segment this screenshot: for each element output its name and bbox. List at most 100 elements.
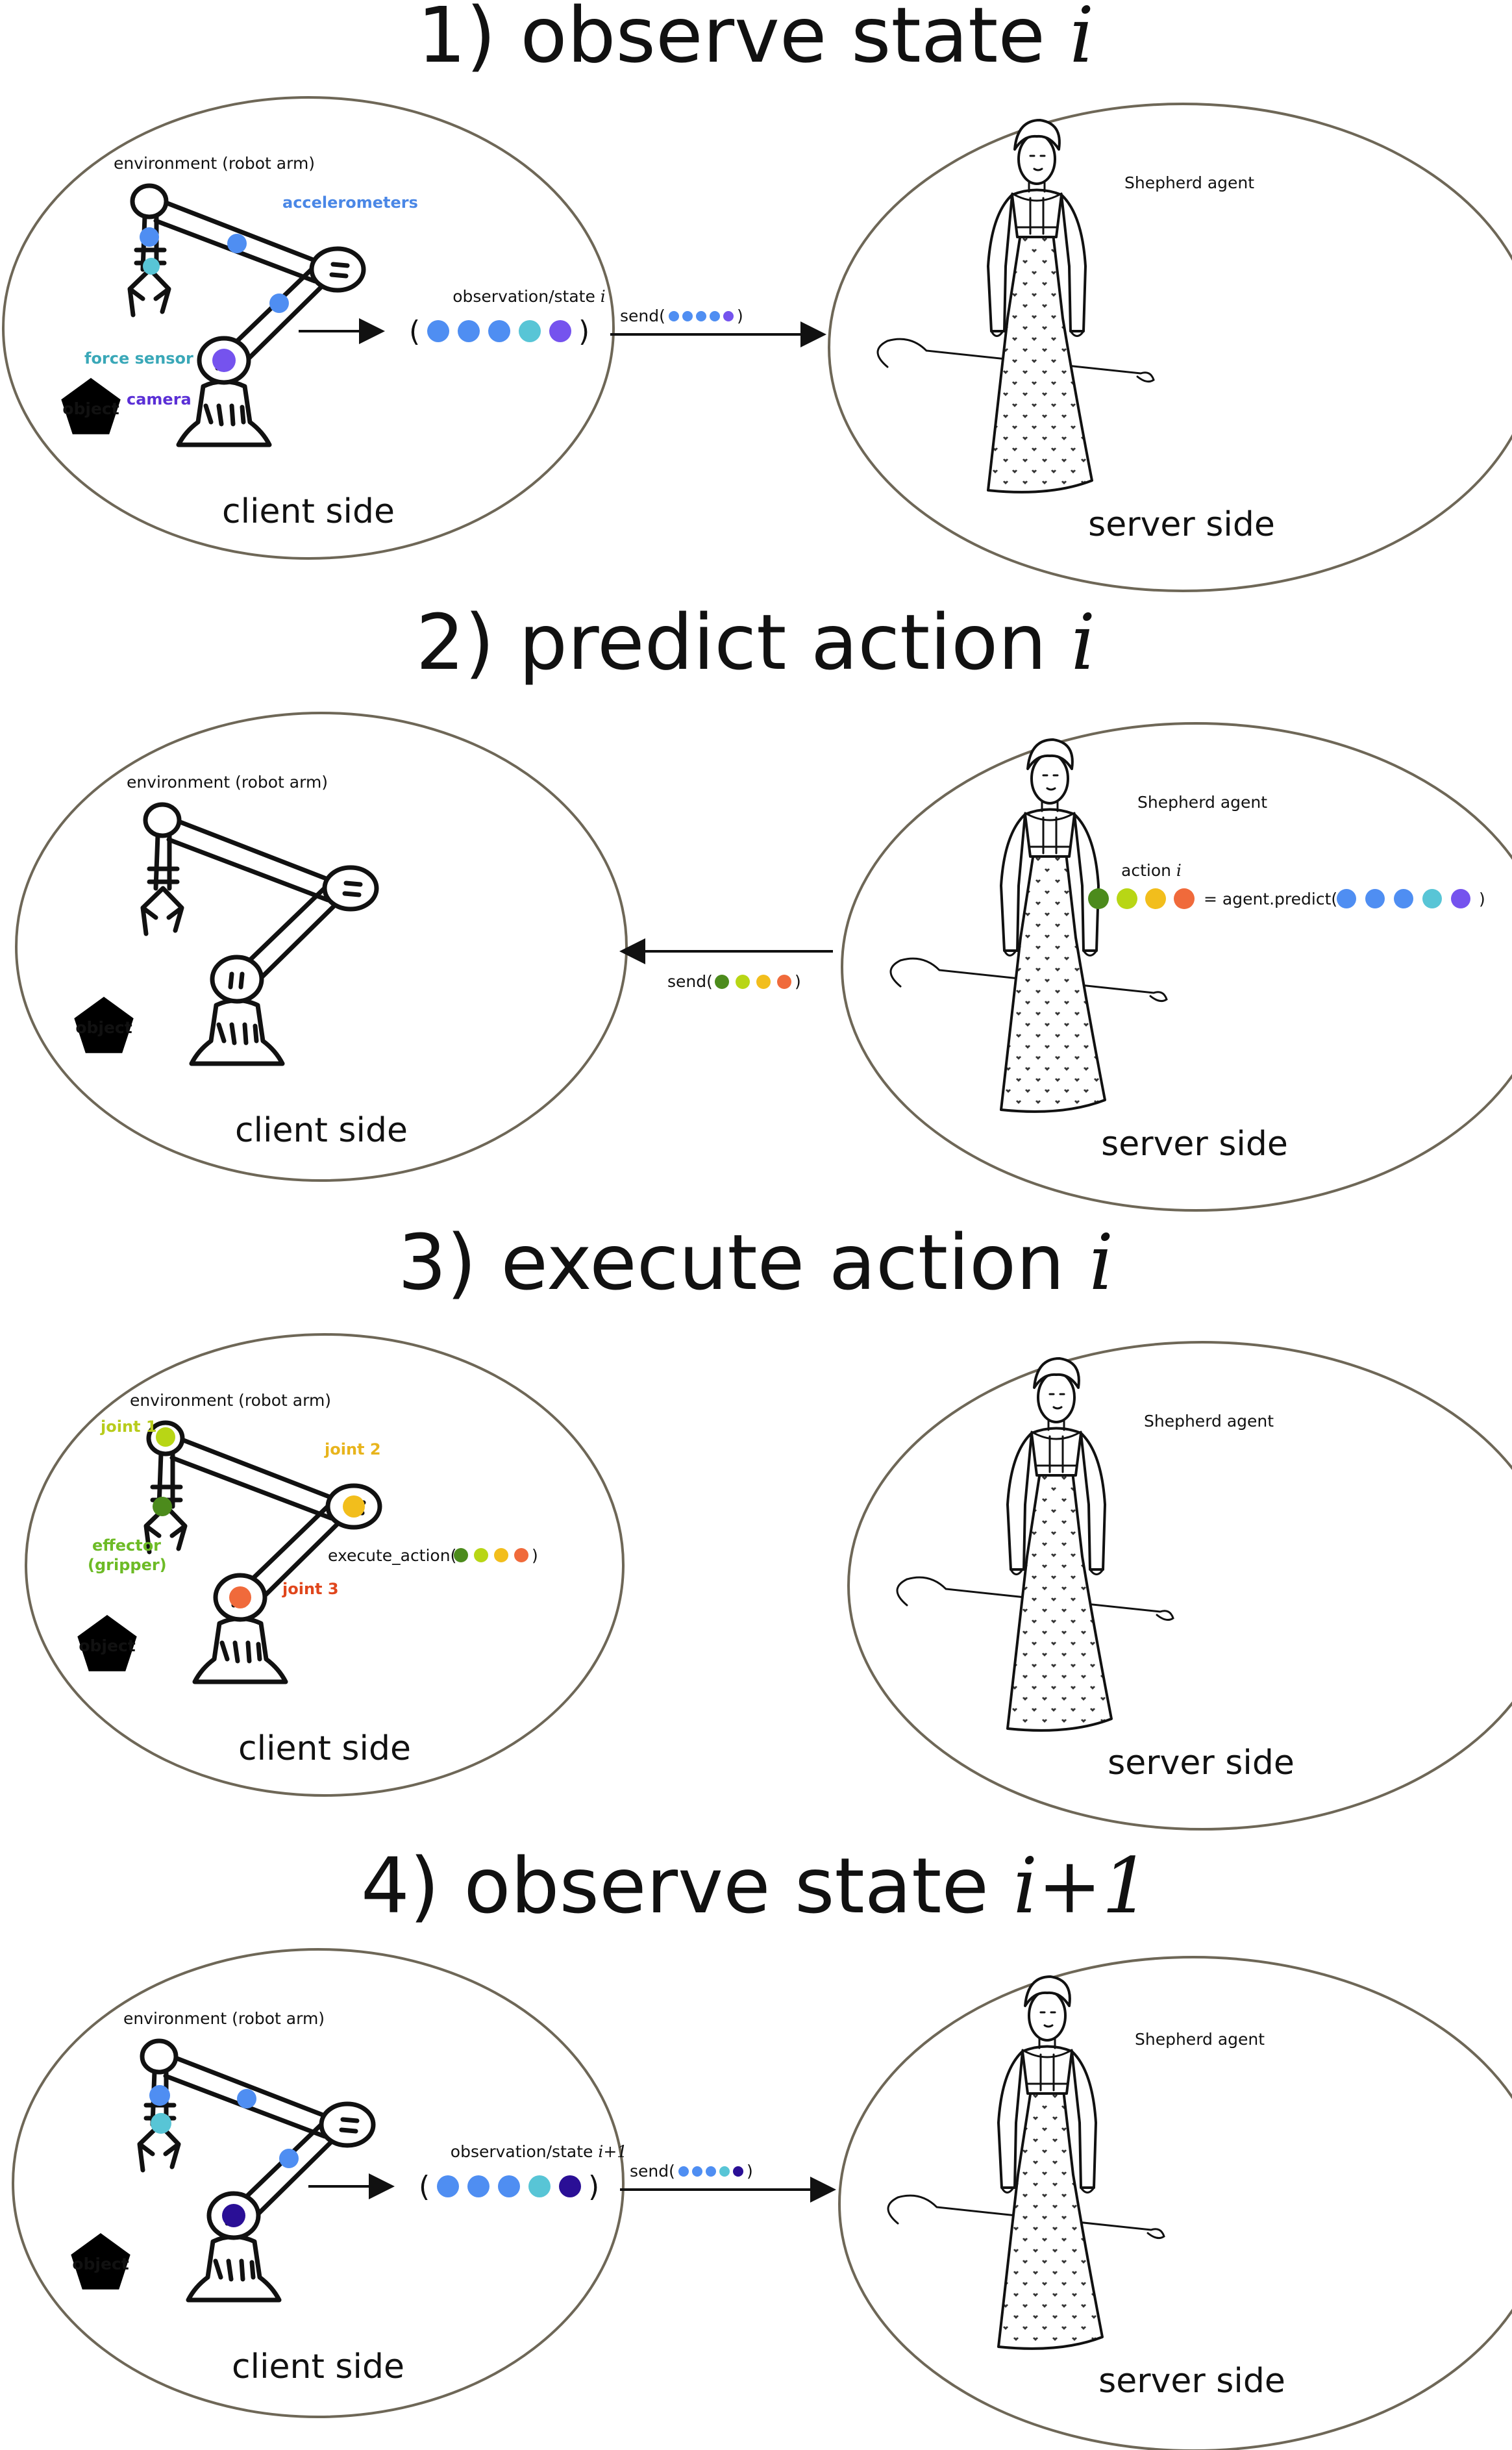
predict-dots-dot-4	[1422, 889, 1442, 908]
obs-dots-dot-4	[519, 320, 541, 342]
step-title-var: i	[1089, 1218, 1113, 1307]
robot-wrist-joint	[130, 183, 169, 219]
robot-gripper	[127, 267, 171, 318]
gripper-label: (gripper)	[88, 1556, 167, 1574]
client-side-label: client side	[238, 1729, 411, 1768]
send-dots-dot-4	[719, 2166, 730, 2177]
send-dots-dot-4	[777, 975, 791, 989]
shepherd-ribbon	[1029, 816, 1071, 855]
step-title-2: 2) predict action i	[416, 597, 1096, 687]
sensor-dot-force	[143, 258, 160, 275]
env-label: environment (robot arm)	[114, 154, 315, 173]
robot-wrist-joint	[140, 2038, 179, 2075]
step-title-text: 1) observe state	[417, 0, 1070, 80]
object-shape	[71, 2233, 130, 2290]
send-message: send()	[667, 972, 801, 991]
robot-arm	[137, 2038, 376, 2303]
shepherd-face	[1028, 1990, 1067, 2042]
send-dots-dot-2	[692, 2166, 702, 2177]
object-shape	[74, 997, 134, 1053]
step-3: 3) execute action i client sideenvironmen…	[25, 1218, 1512, 1831]
shepherd-ribbon	[1035, 1435, 1077, 1473]
object-shape	[61, 378, 121, 434]
send-dots-dot-1	[669, 311, 679, 321]
send-dots-dot-4	[710, 311, 720, 321]
predict-dots-dot-3	[1394, 889, 1413, 908]
send-close: )	[747, 2162, 753, 2181]
object-pentagon: object	[71, 2233, 130, 2290]
shepherd-collar	[1030, 1419, 1082, 1440]
shepherd-features	[1048, 1393, 1065, 1410]
shepherd-figure	[876, 119, 1155, 494]
predict-dots-dot-5	[1451, 889, 1470, 908]
shepherd-collar	[1021, 2037, 1073, 2058]
shepherd-collar	[1024, 800, 1076, 821]
step-2: 2) predict action i client sideenvironmen…	[15, 597, 1512, 1212]
send-dots-dot-2	[682, 311, 693, 321]
shepherd-features	[1039, 2011, 1056, 2028]
object-shape	[77, 1615, 137, 1671]
robot-base-ribs	[213, 2258, 256, 2282]
step-title-var: i	[1071, 597, 1096, 687]
action-dots-dot-2	[1117, 888, 1137, 909]
sensor-dot-wrist	[140, 227, 159, 247]
robot-elbow-joint	[322, 865, 379, 912]
send-label: send(	[620, 306, 665, 325]
obs-dots-dot-2	[467, 2175, 490, 2197]
robot-wrist-joint	[143, 802, 182, 838]
obs-dots-dot-4	[528, 2175, 551, 2197]
send-label: send(	[630, 2162, 675, 2181]
step-title-text: 3) execute action	[398, 1218, 1089, 1307]
robot-forearm	[150, 1451, 183, 1509]
execute-dots-dot-2	[474, 1548, 488, 1562]
step-title-3: 3) execute action i	[398, 1218, 1113, 1307]
shepherd-hands	[1000, 2186, 1095, 2194]
execute-text: execute_action(	[328, 1546, 456, 1565]
obs-label: observation/state i+1	[451, 2142, 627, 2161]
obs-dots-dot-3	[498, 2175, 520, 2197]
shepherd-features	[1042, 774, 1059, 791]
shepherd-dress-pattern	[1001, 853, 1105, 1112]
robot-shoulder-marks	[228, 971, 245, 990]
predict-close: )	[1479, 890, 1485, 908]
send-dots-dot-2	[736, 975, 750, 989]
send-label: send(	[667, 972, 713, 991]
obs-label-text: observation/state	[452, 287, 601, 306]
effector-dot	[153, 1497, 172, 1516]
shepherd-dress-pattern	[988, 234, 1092, 492]
object-pentagon: object	[74, 997, 134, 1053]
action-dots-dot-3	[1145, 888, 1166, 909]
shepherd-face	[1017, 133, 1056, 185]
robot-elbow-marks	[329, 262, 350, 279]
execute-dots	[454, 1548, 528, 1562]
action-label-text: action	[1121, 861, 1176, 880]
robot-upper-link	[169, 1436, 340, 1521]
joint2-label: joint 2	[324, 1440, 381, 1458]
robot-gripper	[137, 2122, 181, 2173]
object-label: object	[79, 1636, 135, 1655]
object-label: object	[72, 2255, 129, 2273]
execute-dots-dot-3	[494, 1548, 508, 1562]
robot-shoulder-joint	[210, 955, 264, 1004]
camera-label: camera	[127, 390, 192, 408]
sensor-dot-upper	[227, 234, 247, 253]
send-close: )	[737, 306, 743, 325]
execute-dots-dot-1	[454, 1548, 468, 1562]
sensor-dot-lower	[269, 294, 289, 313]
predict-dots	[1337, 889, 1470, 908]
send-message: send()	[630, 2162, 753, 2181]
obs-dots-dot-5	[559, 2175, 581, 2197]
send-dots-dot-3	[706, 2166, 716, 2177]
robot-gripper	[140, 886, 184, 936]
obs-label-var: i	[601, 287, 606, 306]
shepherd-features	[1029, 155, 1046, 171]
shepherd-collar	[1011, 181, 1063, 202]
server-side-label: server side	[1101, 1125, 1288, 1164]
